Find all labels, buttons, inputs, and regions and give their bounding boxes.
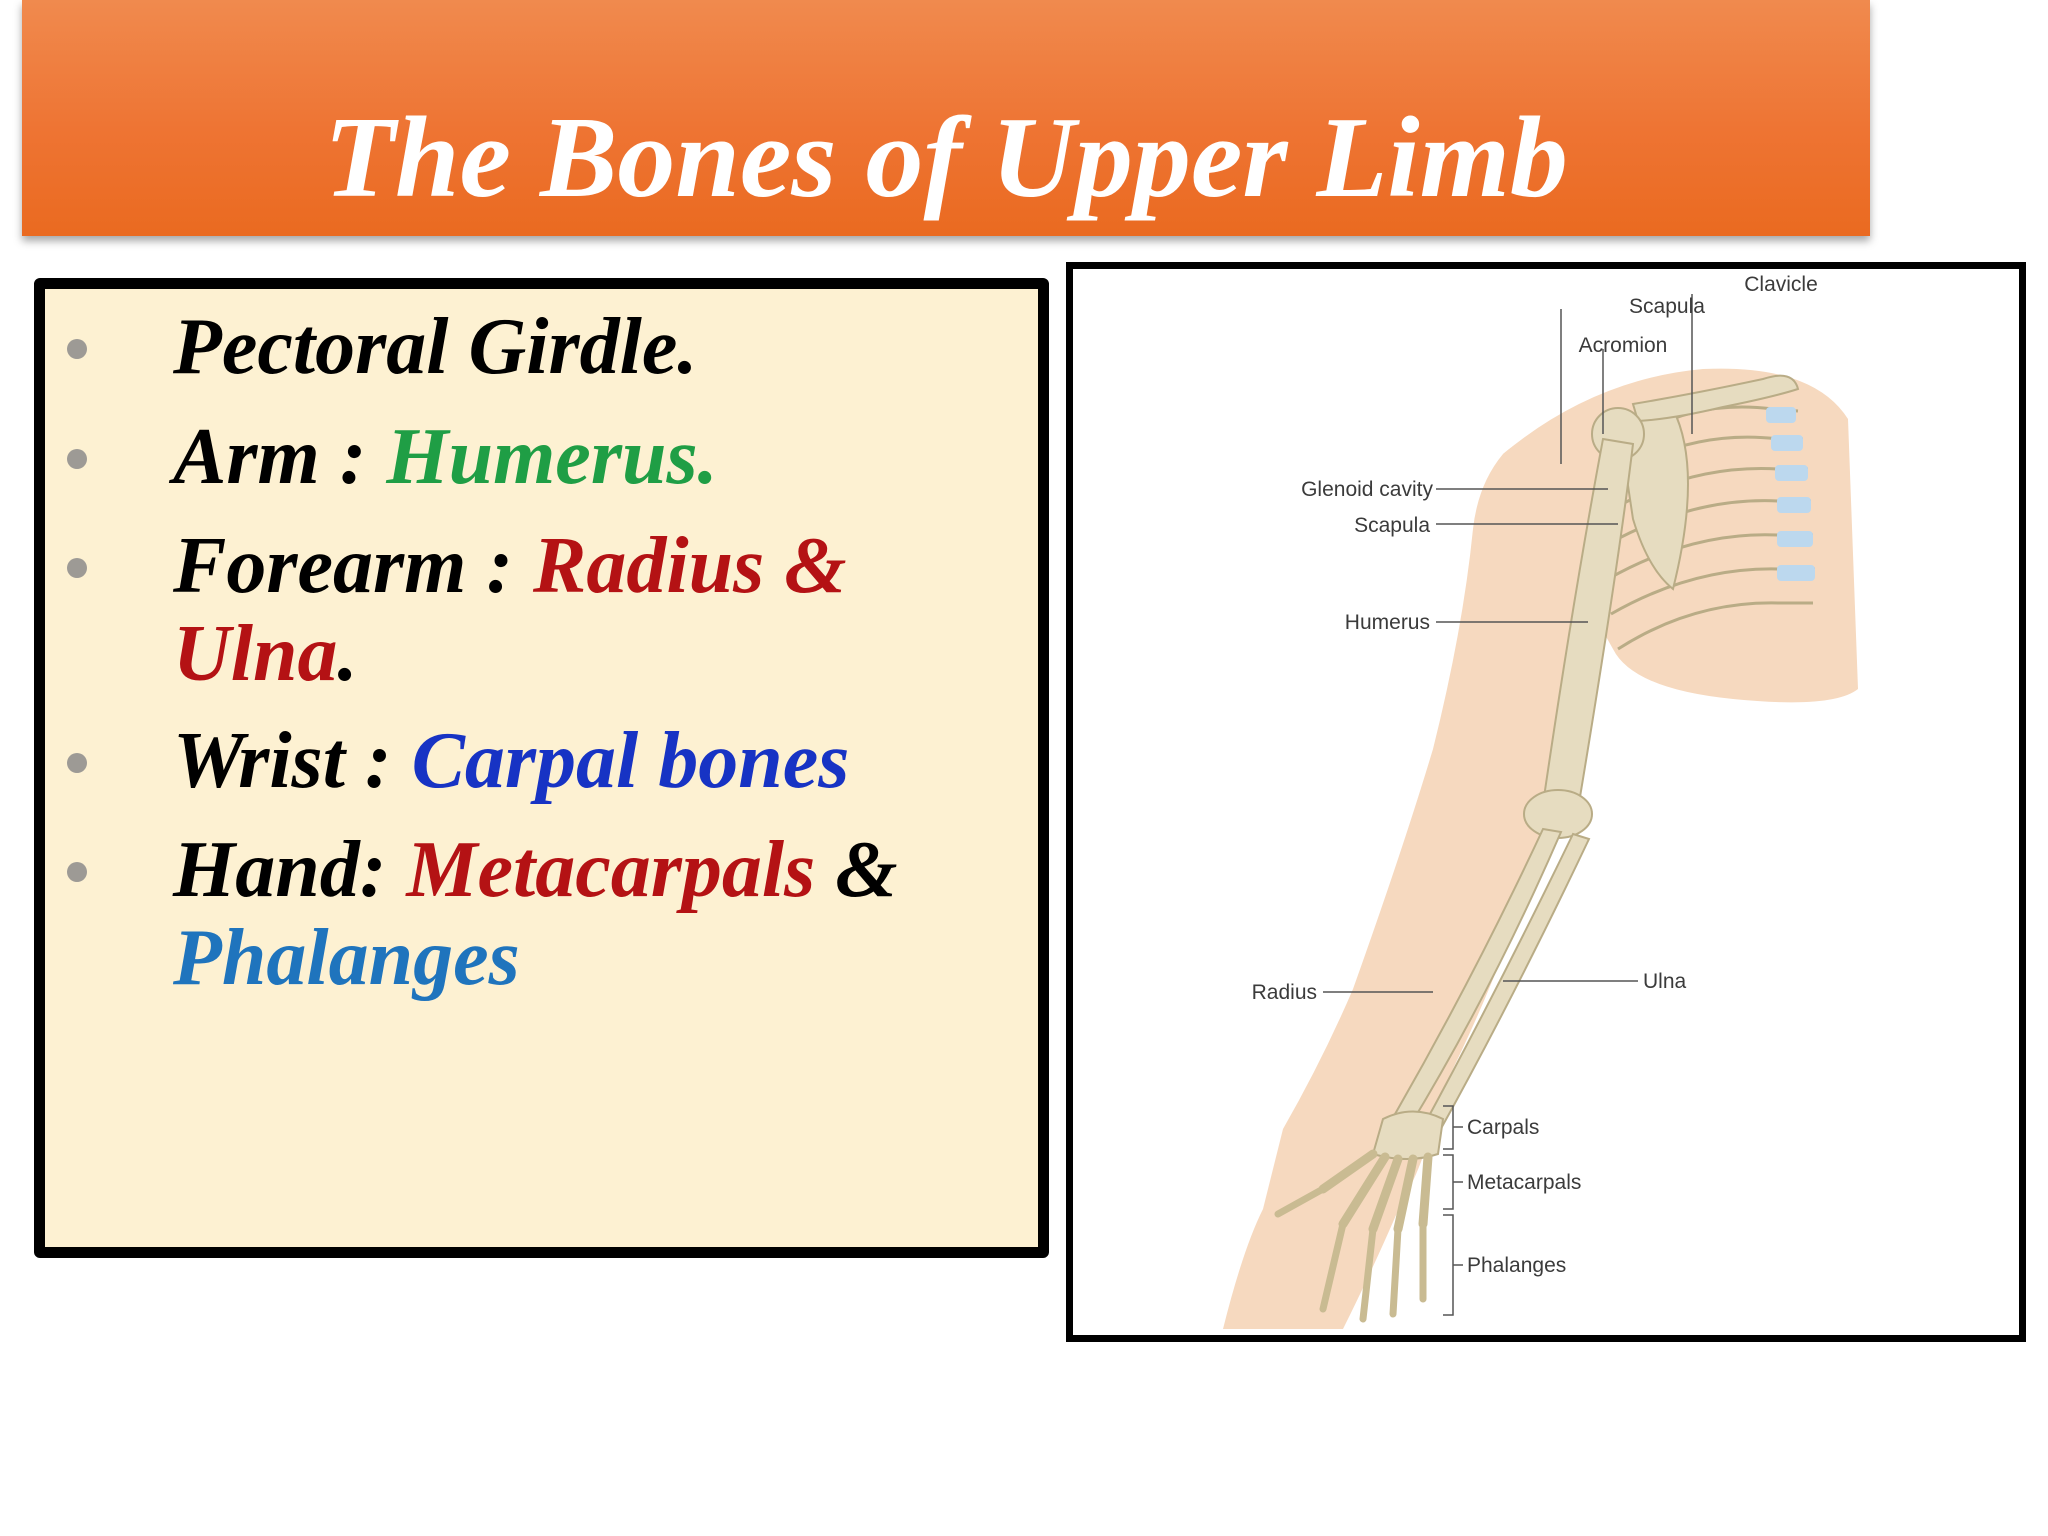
arm-skin [1223, 419, 1626, 1329]
slide-title: The Bones of Upper Limb [324, 94, 1568, 222]
bullet-dot [67, 558, 87, 578]
bullet-part-humerus: Humerus. [386, 413, 718, 501]
bullet-part-carpal-bones: Carpal bones [411, 717, 850, 805]
bullet-text: Hand: Metacarpals & Phalanges [173, 826, 1018, 1002]
bullet-part: & [815, 826, 898, 914]
phalanx-bones [1274, 1185, 1427, 1323]
label-scapula-top: Scapula [1629, 295, 1705, 318]
leader-lines [1323, 294, 1693, 1316]
bullet-text: Pectoral Girdle. [173, 303, 1018, 391]
bullet-part: . [337, 610, 358, 698]
label-metacarpals: Metacarpals [1467, 1171, 1581, 1194]
label-clavicle: Clavicle [1744, 273, 1818, 296]
carpal-bones [1371, 1110, 1445, 1160]
label-scapula: Scapula [1354, 514, 1430, 537]
label-acromion: Acromion [1579, 334, 1668, 357]
bullet-text: Wrist : Carpal bones [173, 717, 1018, 805]
bullet-part-metacarpals: Metacarpals [406, 826, 816, 914]
bullet-part: Forearm : [173, 522, 533, 610]
arm-skeleton-figure: Clavicle Scapula Acromion Glenoid cavity… [1066, 262, 2026, 1342]
bullet-part-phalanges: Phalanges [173, 914, 520, 1002]
label-ulna: Ulna [1643, 970, 1687, 993]
bullet-dot [67, 862, 87, 882]
arm-skeleton-illustration: Clavicle Scapula Acromion Glenoid cavity… [1223, 273, 1858, 1329]
clavicle-bone [1631, 374, 1800, 423]
title-bar: The Bones of Upper Limb [22, 0, 1870, 236]
bullet-dot [67, 339, 87, 359]
bullet-part: Hand: [173, 826, 407, 914]
bullet-part: Arm : [173, 413, 387, 501]
metacarpal-bones [1318, 1149, 1433, 1234]
bullet-text: Arm : Humerus. [173, 413, 1018, 501]
bullet-panel: Pectoral Girdle. Arm : Humerus. Forearm … [34, 278, 1049, 1258]
bullet-dot [67, 753, 87, 773]
label-glenoid-cavity: Glenoid cavity [1301, 478, 1433, 501]
rib-cartilage [1766, 407, 1815, 581]
label-carpals: Carpals [1467, 1116, 1539, 1139]
bullet-part: Pectoral Girdle. [173, 303, 698, 391]
label-phalanges: Phalanges [1467, 1254, 1566, 1277]
label-radius: Radius [1252, 981, 1317, 1004]
bullet-part-ulna: Ulna [173, 610, 338, 698]
bullet-part: Wrist : [173, 717, 412, 805]
label-humerus: Humerus [1345, 611, 1430, 634]
bullet-text: Forearm : Radius & Ulna. [173, 522, 1018, 698]
bullet-part-radius: Radius & [533, 522, 847, 610]
bullet-dot [67, 449, 87, 469]
